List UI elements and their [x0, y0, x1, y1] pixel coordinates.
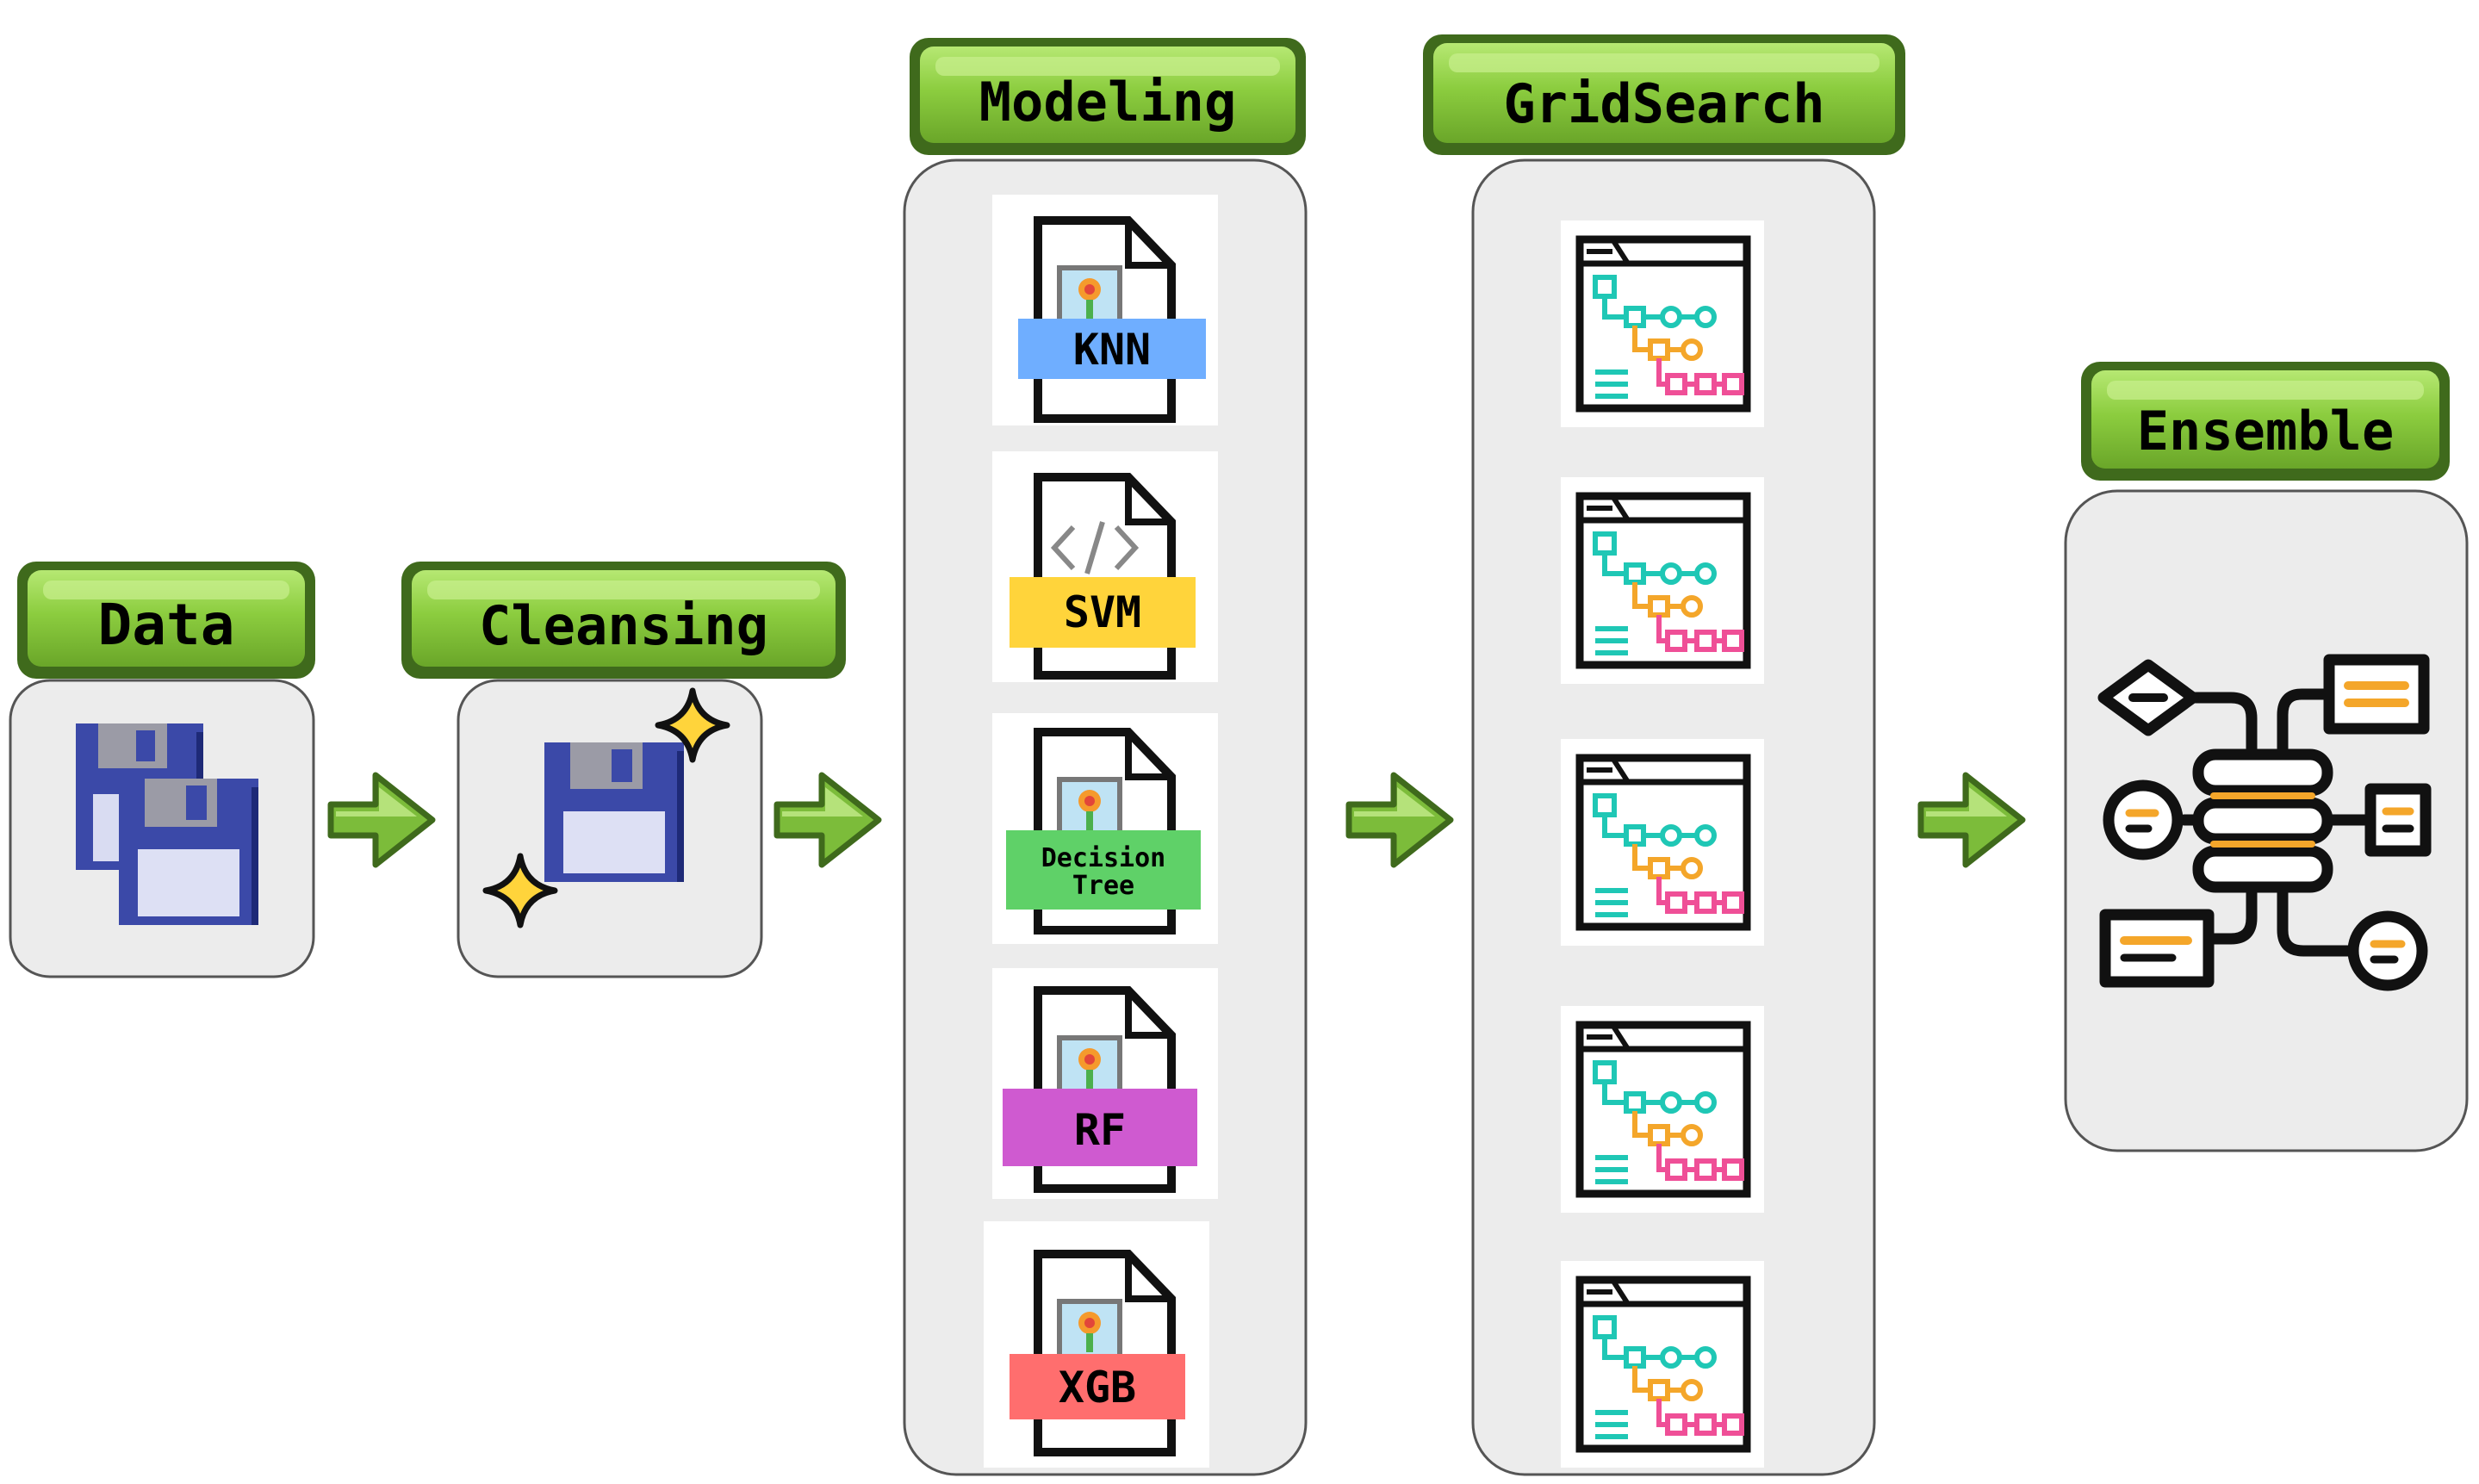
- model-label-line-2: Tree: [1072, 871, 1134, 901]
- header-data-label: Data: [98, 592, 235, 658]
- header-cleansing: Cleansing: [401, 562, 846, 679]
- flowchart-window-icon: [1561, 220, 1764, 427]
- header-ensemble-label: Ensemble: [2137, 400, 2395, 463]
- model-band: [1018, 319, 1206, 379]
- flowchart-window-icon: [1561, 739, 1764, 946]
- model-label: RF: [1074, 1105, 1126, 1155]
- image-file-icon: [1038, 1254, 1171, 1452]
- header-gridsearch-label: GridSearch: [1503, 72, 1824, 135]
- flowchart-window-icon: [1561, 477, 1764, 684]
- model-item-rf: RF: [992, 968, 1218, 1199]
- model-label: KNN: [1073, 325, 1151, 375]
- arrow-modeling-to-gridsearch-icon: [1349, 775, 1451, 865]
- arrow-gridsearch-to-ensemble-icon: [1921, 775, 2022, 865]
- model-band: [1010, 577, 1196, 648]
- header-modeling: Modeling: [910, 38, 1306, 155]
- ensemble-network-icon: [2097, 654, 2432, 991]
- model-label: SVM: [1064, 587, 1141, 637]
- header-data: Data: [17, 562, 315, 679]
- arrow-data-to-cleansing-icon: [331, 775, 432, 865]
- header-ensemble: Ensemble: [2081, 362, 2450, 481]
- floppy-disks-icon: [76, 723, 258, 925]
- model-item-xgb: XGB: [984, 1221, 1209, 1468]
- model-label-line-1: Decision: [1041, 843, 1166, 873]
- model-label: XGB: [1059, 1363, 1136, 1413]
- clean-floppy-icon: [486, 691, 727, 925]
- model-band: [1006, 830, 1201, 910]
- model-band: [1010, 1354, 1185, 1419]
- header-cleansing-label: Cleansing: [479, 594, 768, 657]
- model-band: [1003, 1089, 1197, 1166]
- arrow-cleansing-to-modeling-icon: [777, 775, 879, 865]
- model-item-svm: SVM: [992, 451, 1218, 682]
- header-gridsearch: GridSearch: [1423, 34, 1905, 155]
- model-item-knn: KNN: [992, 195, 1218, 425]
- model-item-decision-tree: Decision Tree: [992, 713, 1218, 944]
- flowchart-window-icon: [1561, 1006, 1764, 1213]
- header-modeling-label: Modeling: [979, 71, 1237, 133]
- flowchart-window-icon: [1561, 1261, 1764, 1468]
